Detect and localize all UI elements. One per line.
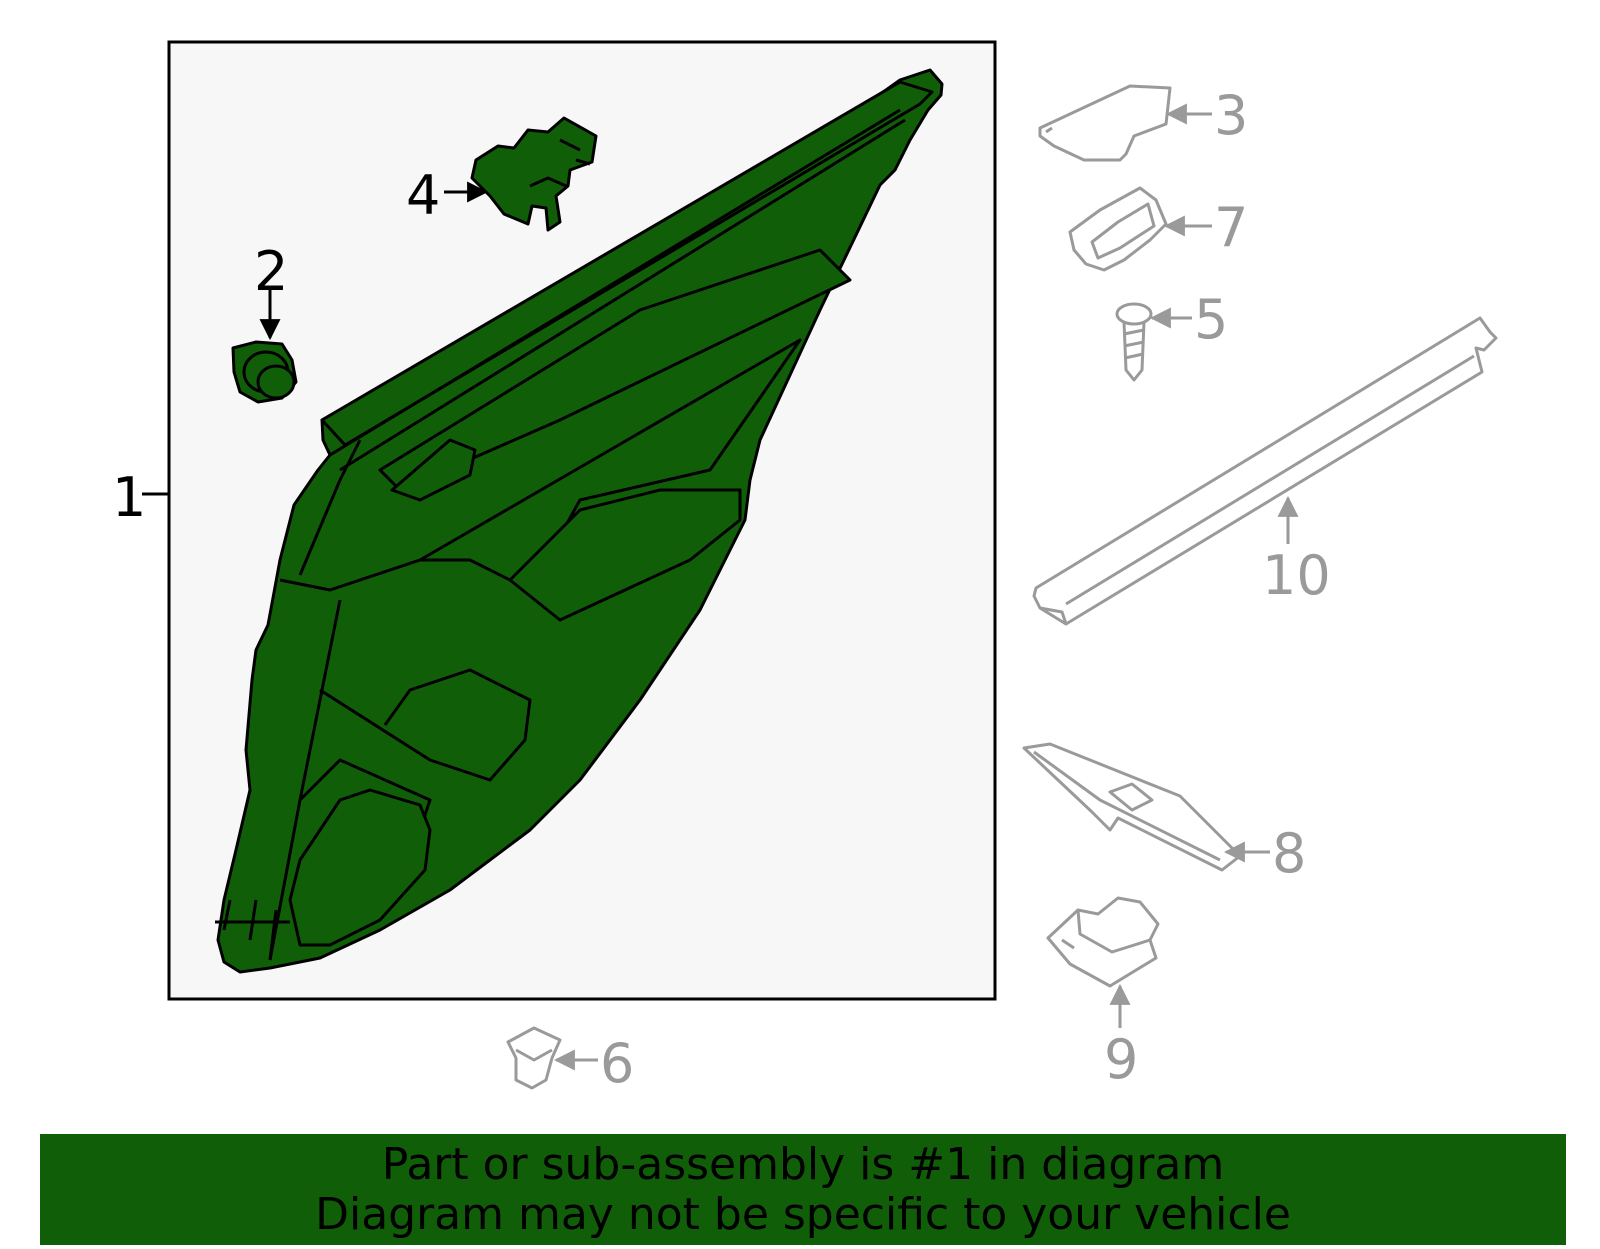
part-6-push-nut[interactable] bbox=[506, 1026, 562, 1090]
callout-10: 10 bbox=[1262, 544, 1331, 607]
part-9-clip-bracket[interactable] bbox=[1046, 896, 1160, 988]
callout-3: 3 bbox=[1214, 84, 1248, 147]
part-7-handle-bezel[interactable] bbox=[1068, 186, 1168, 272]
part-5-screw[interactable] bbox=[1115, 302, 1153, 382]
callout-7: 7 bbox=[1214, 196, 1248, 259]
banner-line-2: Diagram may not be specific to your vehi… bbox=[315, 1188, 1291, 1240]
callout-9: 9 bbox=[1104, 1028, 1138, 1091]
callout-2: 2 bbox=[254, 240, 288, 303]
callout-8: 8 bbox=[1272, 822, 1306, 885]
part-8-trim-strip[interactable] bbox=[1022, 742, 1242, 872]
banner-line-1: Part or sub-assembly is #1 in diagram bbox=[381, 1138, 1225, 1190]
info-banner: Part or sub-assembly is #1 in diagram Di… bbox=[40, 1134, 1566, 1245]
part-2-clip[interactable] bbox=[231, 340, 298, 404]
callout-1: 1 bbox=[112, 466, 146, 529]
callout-4: 4 bbox=[406, 164, 440, 227]
part-1-door-trim-panel[interactable] bbox=[215, 68, 944, 974]
callout-5: 5 bbox=[1194, 288, 1228, 351]
part-3-trim-piece[interactable] bbox=[1038, 84, 1172, 162]
callout-6: 6 bbox=[600, 1032, 634, 1095]
part-10-weatherstrip[interactable] bbox=[1032, 316, 1498, 626]
part-4-bracket[interactable] bbox=[470, 116, 598, 232]
